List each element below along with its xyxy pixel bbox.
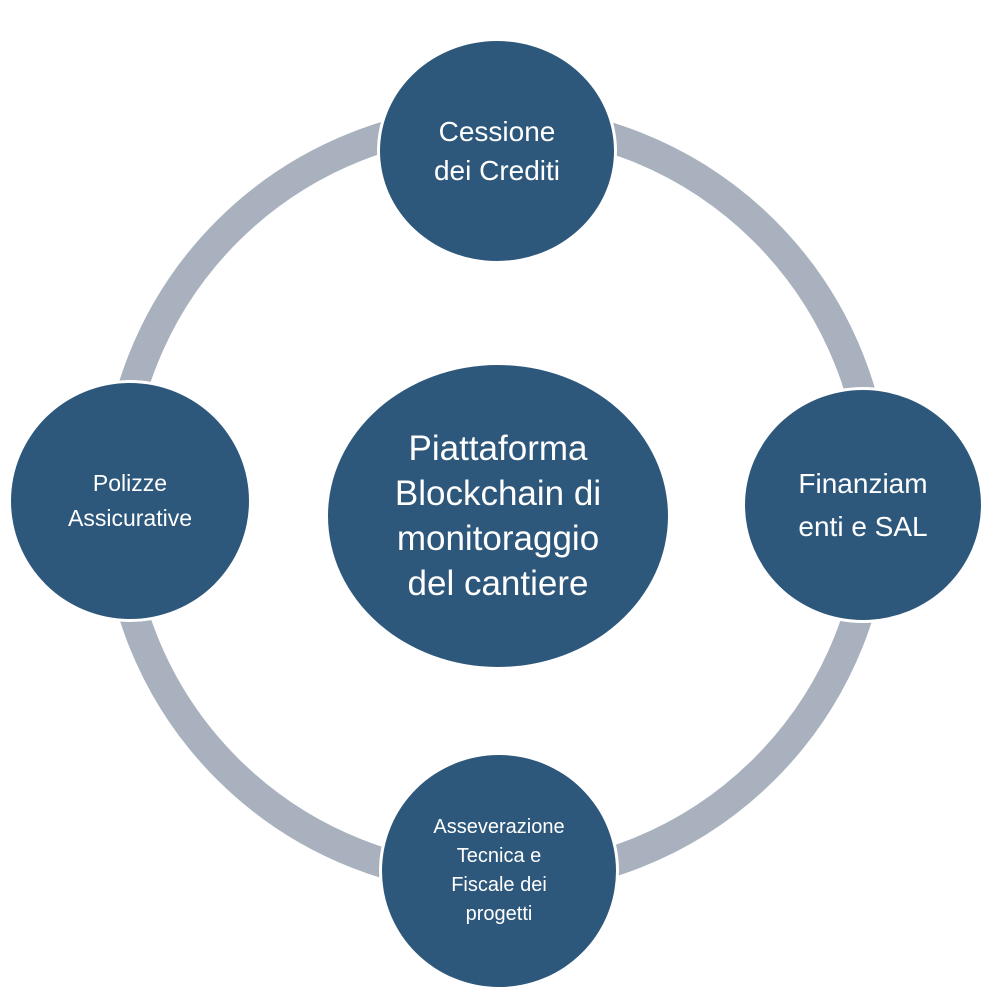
node-label-line: Fiscale dei — [451, 874, 547, 896]
node-piattaforma-blockchain: Piattaforma Blockchain di monitoraggio d… — [325, 362, 671, 670]
node-cessione-crediti: Cessione dei Crediti — [377, 38, 617, 264]
node-label-line: enti e SAL — [798, 511, 928, 542]
node-polizze-assicurative: Polizze Assicurative — [8, 380, 252, 622]
node-label-line: Assicurative — [68, 505, 192, 531]
node-label-line: Asseverazione — [433, 816, 565, 838]
node-label-line: Piattaforma — [408, 429, 588, 468]
node-asseverazione: Asseverazione Tecnica e Fiscale dei prog… — [379, 752, 619, 990]
node-label-line: Tecnica e — [456, 845, 542, 867]
node-finanziamenti-sal: Finanziam enti e SAL — [742, 387, 984, 623]
node-label-line: Finanziam — [798, 468, 928, 499]
node-label-line: monitoraggio — [396, 519, 600, 558]
node-label-line: Blockchain di — [394, 474, 602, 513]
node-label-line: dei Crediti — [433, 155, 561, 186]
node-label-line: del cantiere — [407, 564, 589, 603]
node-label-line: Polizze — [92, 470, 168, 496]
node-label-line: progetti — [465, 903, 533, 925]
node-label-line: Cessione — [438, 116, 556, 147]
